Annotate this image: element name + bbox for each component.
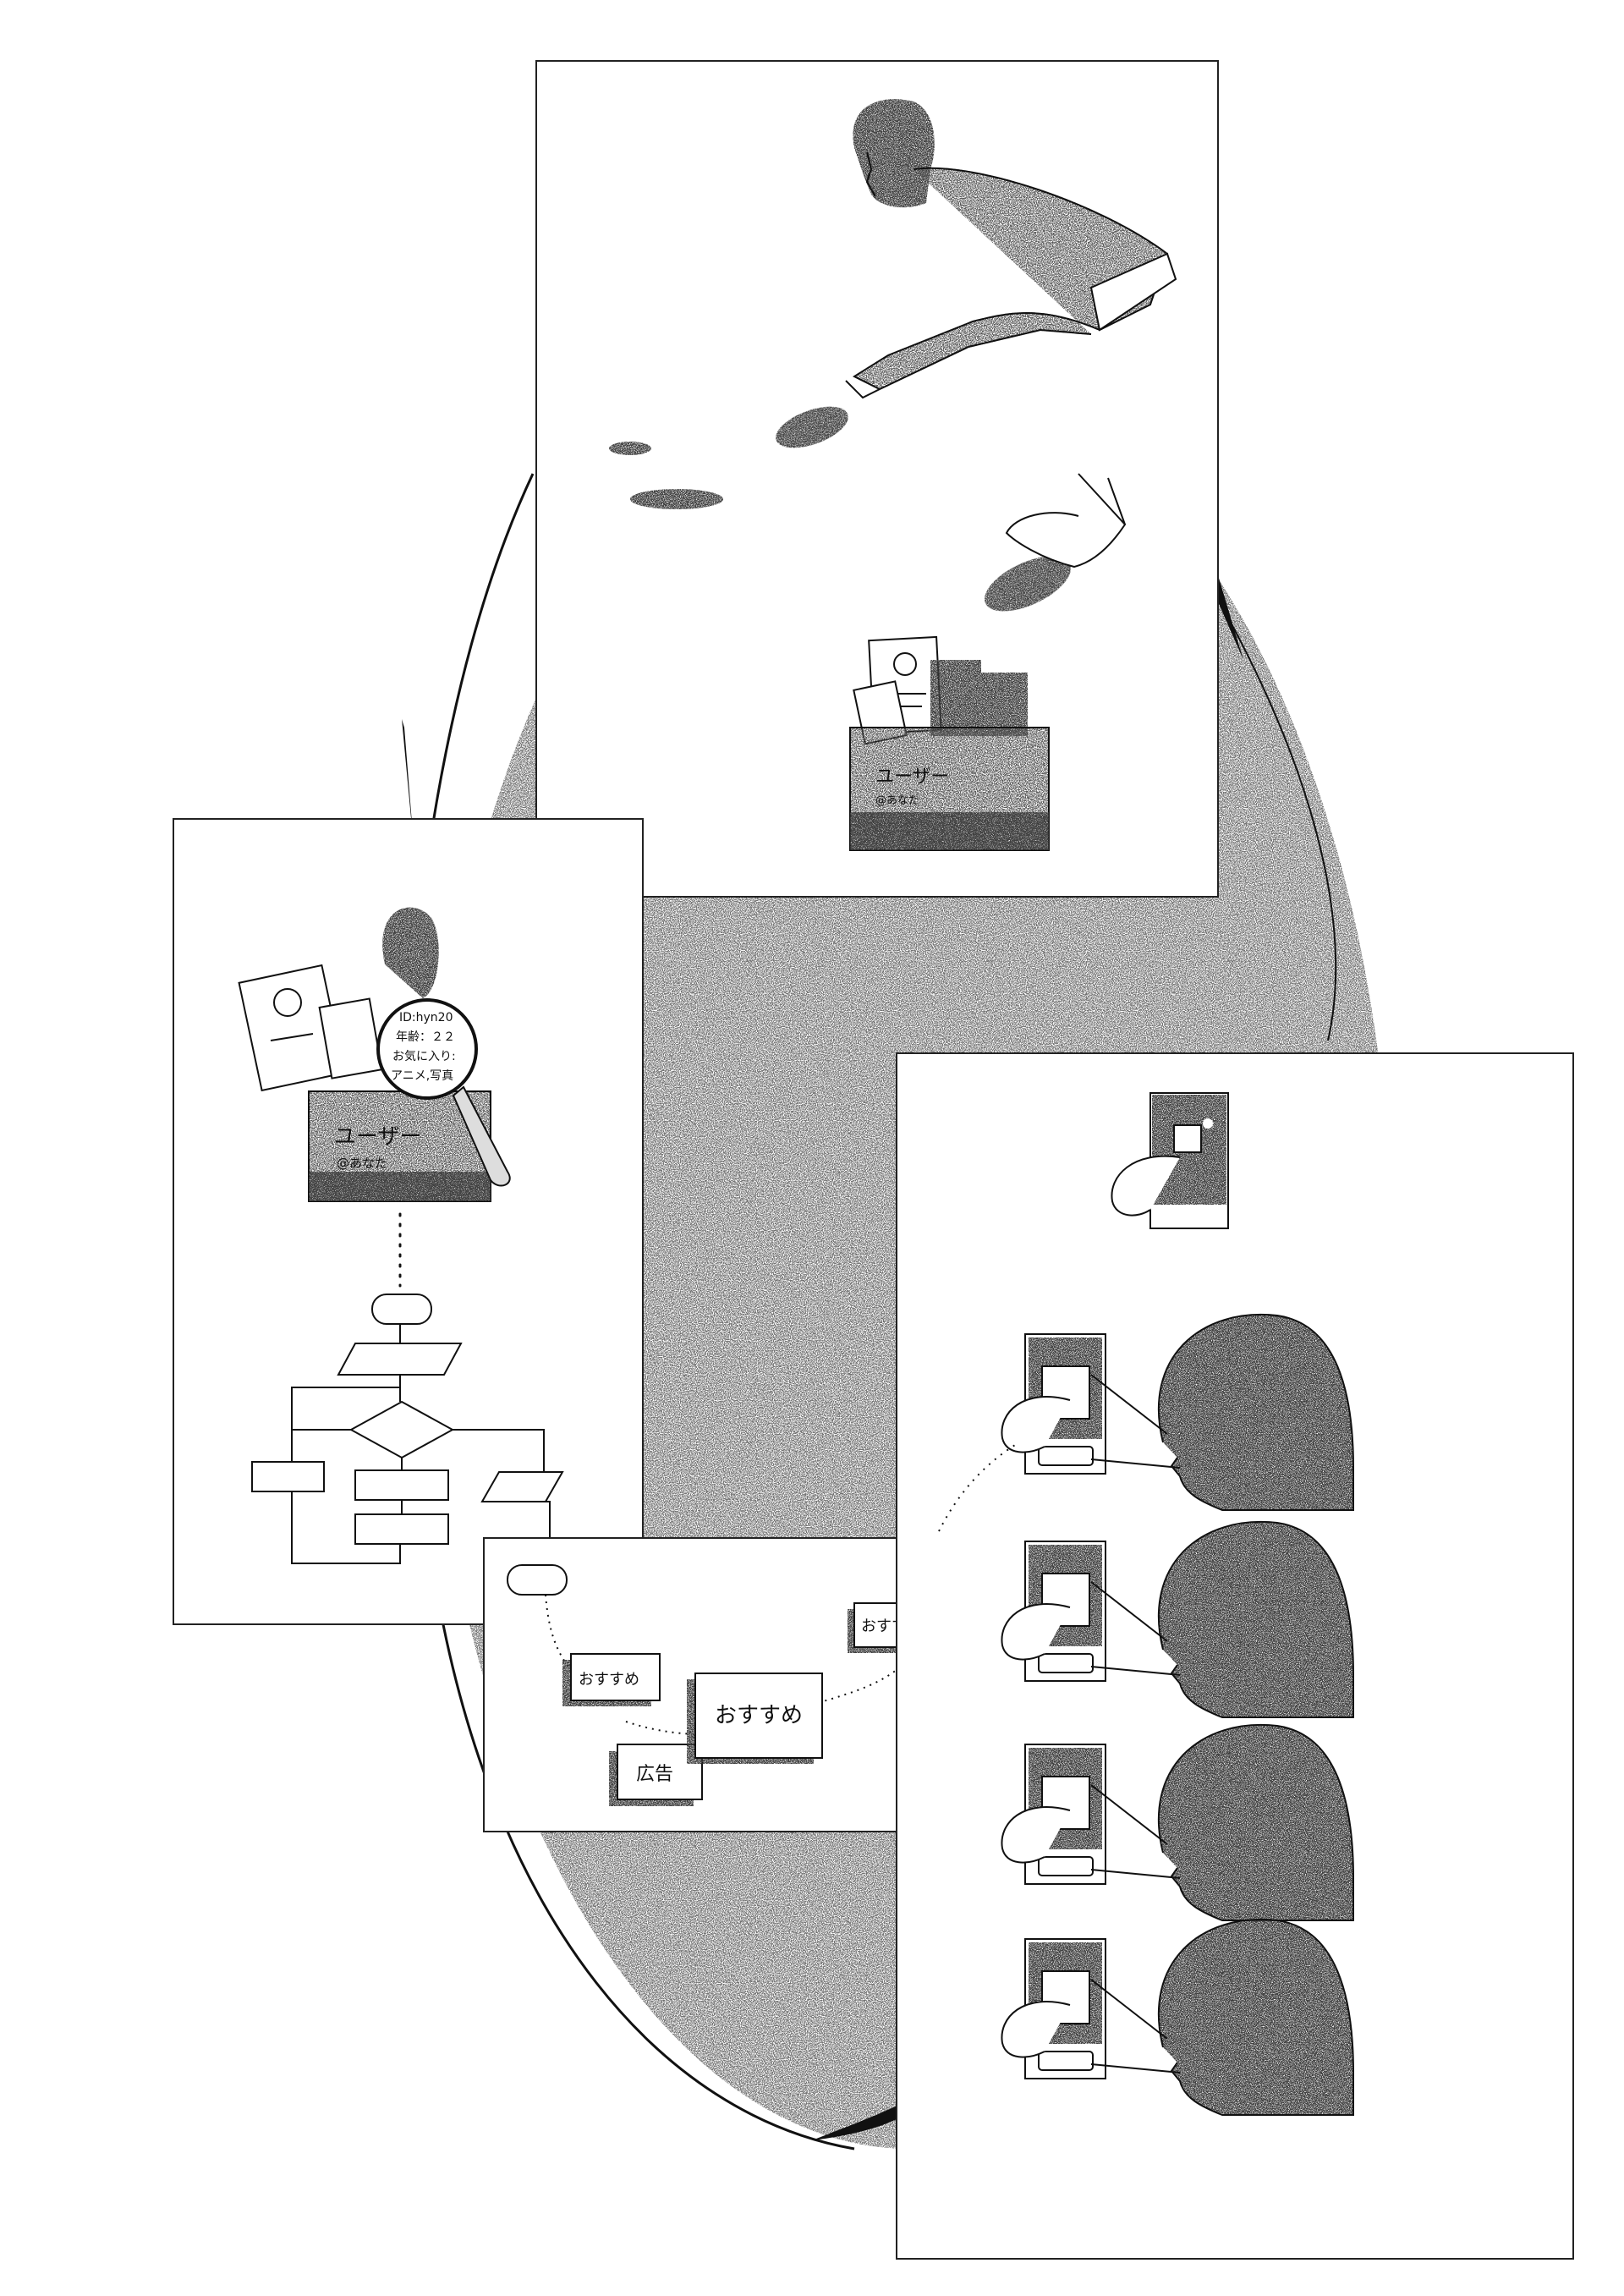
head-profile-icon (1157, 1723, 1354, 1921)
profile-card-icon (853, 635, 1028, 745)
smartphone-icon (1001, 1541, 1106, 1682)
person-icon (845, 99, 1177, 399)
folder-title: ユーザー (334, 1124, 421, 1150)
ad-tag-label: 広告 (636, 1764, 673, 1785)
folder-handle: @あなた (875, 794, 919, 807)
viewer-row (1001, 1520, 1354, 1718)
smartphone-icon (1001, 1938, 1106, 2079)
recommend-tag-label: おすすめ (715, 1703, 803, 1728)
magnifying-glass-icon: ID:hyn20 年齢：２２ お気に入り: アニメ,写真 (376, 998, 511, 1187)
panel-top: ユーザー @あなた (535, 60, 1219, 898)
smartphone-icon (1001, 1744, 1106, 1885)
lens-line-1: ID:hyn20 (399, 1011, 453, 1024)
recommend-tag-large: おすすめ (687, 1673, 823, 1764)
folder-title: ユーザー (875, 766, 950, 788)
lens-line-2: 年齢：２２ (396, 1030, 455, 1044)
user-folder: ユーザー @あなた (849, 727, 1050, 851)
lens-line-3: お気に入り: (392, 1050, 456, 1063)
viewer-row (1001, 1723, 1354, 1921)
recommend-tag-small: おすすめ (562, 1653, 661, 1706)
head-profile-icon (1157, 1520, 1354, 1718)
hand-icon (1005, 473, 1127, 569)
head-profile-icon (1157, 1918, 1354, 2116)
recommend-tag-label: おすすめ (579, 1671, 639, 1689)
smartphone-icon (1111, 1092, 1229, 1229)
smartphone-icon (1001, 1333, 1106, 1475)
data-blobs (609, 406, 1071, 612)
viewer-rows (938, 1313, 1354, 2116)
viewer-row (1001, 1313, 1354, 1511)
panel-left: ユーザー @あなた ID:hyn20 年齢：２２ お気に入り: アニメ,写真 (173, 818, 644, 1625)
folder-handle: @あなた (337, 1156, 387, 1171)
viewer-row (1001, 1918, 1354, 2116)
panel-middle: おすすめ おすすめ 広告 おすすめ (483, 1488, 999, 1832)
user-folder: ユーザー @あなた (308, 1090, 491, 1202)
lens-line-4: アニメ,写真 (391, 1069, 453, 1083)
flowchart-icon (251, 1294, 564, 1565)
ad-tag: 広告 (609, 1744, 703, 1806)
profile-card-icon (238, 964, 383, 1092)
head-profile-icon (1157, 1313, 1354, 1511)
